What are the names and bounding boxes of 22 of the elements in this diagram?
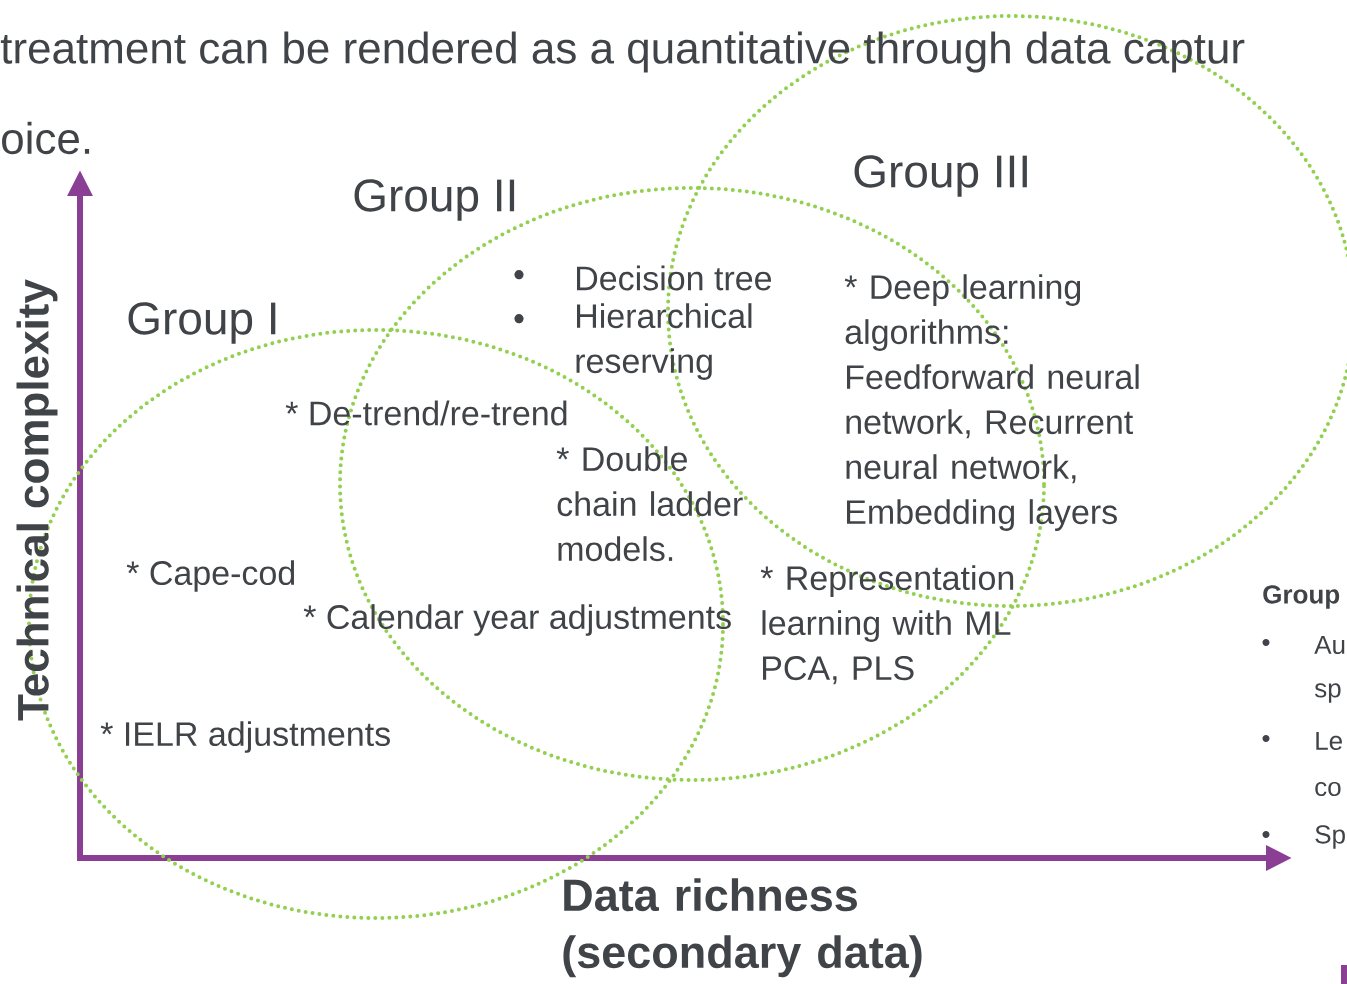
bullet: • xyxy=(1262,734,1270,742)
bullet: • xyxy=(1262,830,1270,838)
list-item: Sp xyxy=(1315,825,1345,849)
list-item: sp xyxy=(1314,683,1341,703)
method-text: * Deep learning algorithms: Feedforward neural network, Recurrent neural network, Embedding layers xyxy=(844,274,1139,531)
method-text: * IELR adjustments xyxy=(100,721,390,753)
list-item: Hierarchical reserving xyxy=(576,303,752,380)
heading: Group xyxy=(1263,585,1340,609)
bullet: • xyxy=(514,314,524,324)
method-text: * De-trend/re-trend xyxy=(285,400,567,426)
method-text: * Cape-cod xyxy=(126,560,295,592)
list-item: Au xyxy=(1314,635,1345,655)
axis-label: Data richness (secondary data) xyxy=(563,878,922,978)
axis-label: Technical complexity xyxy=(16,279,58,721)
bullet: • xyxy=(1262,638,1270,646)
list-item: Decision tree xyxy=(577,265,772,291)
bullet: • xyxy=(514,270,524,280)
list-item: Le xyxy=(1316,731,1342,751)
text-line: oice. xyxy=(2,121,90,155)
method-text: * Calendar year adjustments xyxy=(303,604,731,636)
method-text: * Double chain ladder models. xyxy=(556,446,743,562)
list-item: co xyxy=(1315,781,1341,797)
